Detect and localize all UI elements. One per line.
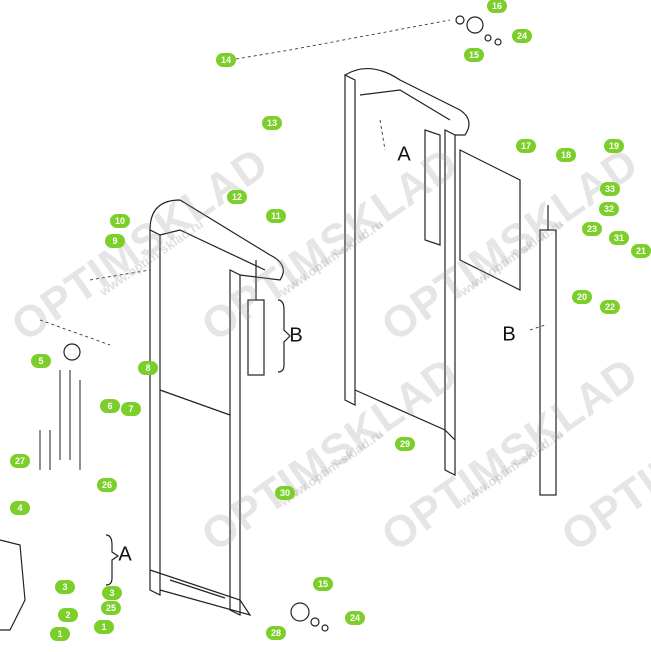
callout-26[interactable]: 26 [97, 478, 117, 492]
chains [39, 370, 81, 470]
callout-15[interactable]: 15 [464, 48, 484, 62]
callout-14[interactable]: 14 [216, 53, 236, 67]
callout-28[interactable]: 28 [266, 626, 286, 640]
section-letter-b: B [502, 323, 516, 346]
callout-10[interactable]: 10 [110, 214, 130, 228]
callout-19[interactable]: 19 [604, 139, 624, 153]
callout-6[interactable]: 6 [100, 399, 120, 413]
callout-4[interactable]: 4 [10, 501, 30, 515]
callout-7[interactable]: 7 [121, 402, 141, 416]
roller-28 [290, 602, 310, 622]
carriage-fragment [0, 539, 26, 631]
callout-1[interactable]: 1 [50, 627, 70, 641]
callout-25[interactable]: 25 [101, 601, 121, 615]
callout-9[interactable]: 9 [105, 234, 125, 248]
callout-5[interactable]: 5 [31, 354, 51, 368]
lift-cylinder-left [247, 260, 265, 376]
section-letter-a: A [397, 143, 411, 166]
callout-31[interactable]: 31 [609, 231, 629, 245]
callout-30[interactable]: 30 [275, 486, 295, 500]
callout-17[interactable]: 17 [516, 139, 536, 153]
roller-16 [466, 16, 484, 34]
callout-11[interactable]: 11 [266, 209, 286, 223]
callout-18[interactable]: 18 [556, 148, 576, 162]
callout-15[interactable]: 15 [313, 577, 333, 591]
callout-8[interactable]: 8 [138, 361, 158, 375]
callout-27[interactable]: 27 [10, 454, 30, 468]
callout-23[interactable]: 23 [582, 222, 602, 236]
lift-cylinder-right [539, 205, 557, 496]
callout-33[interactable]: 33 [600, 182, 620, 196]
callout-1[interactable]: 1 [94, 620, 114, 634]
brace-a [105, 534, 120, 586]
callout-2[interactable]: 2 [58, 608, 78, 622]
section-letter-b: B [289, 324, 303, 347]
leader-lines [39, 19, 546, 346]
brace-b-left [277, 299, 291, 373]
callout-22[interactable]: 22 [600, 300, 620, 314]
callout-21[interactable]: 21 [631, 244, 651, 258]
callout-20[interactable]: 20 [572, 290, 592, 304]
callout-32[interactable]: 32 [599, 202, 619, 216]
callout-3[interactable]: 3 [102, 586, 122, 600]
callout-12[interactable]: 12 [227, 190, 247, 204]
roller-5 [63, 343, 81, 361]
callout-24[interactable]: 24 [512, 29, 532, 43]
callout-3[interactable]: 3 [55, 580, 75, 594]
callout-24[interactable]: 24 [345, 611, 365, 625]
outer-mast-frame [344, 68, 521, 476]
inner-mast-frame [149, 199, 284, 617]
callout-13[interactable]: 13 [262, 116, 282, 130]
callout-29[interactable]: 29 [395, 437, 415, 451]
callout-16[interactable]: 16 [487, 0, 507, 13]
section-letter-a: A [118, 543, 132, 566]
